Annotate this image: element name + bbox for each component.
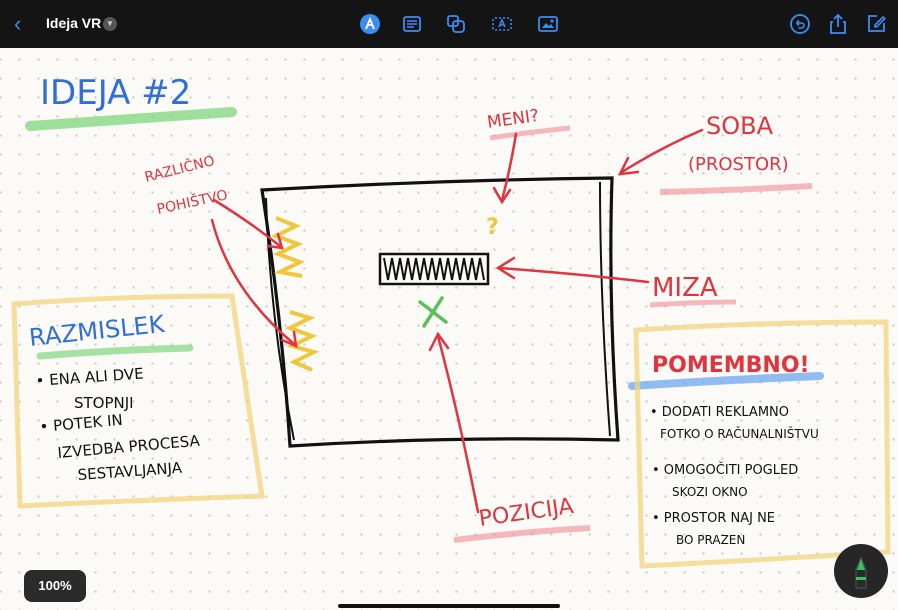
shapes-icon[interactable] <box>444 12 468 36</box>
razmislek-box <box>11 293 265 509</box>
room-outline <box>260 176 620 448</box>
pomembno-box <box>633 319 891 569</box>
soba-highlight <box>659 183 813 195</box>
document-title[interactable]: Ideja VR <box>46 15 102 31</box>
pomembno-line-2: FOTKO O RAČUNALNIŠTVU <box>660 426 819 441</box>
pomembno-highlight <box>628 372 824 390</box>
pozicija-highlight <box>453 525 591 543</box>
arrow-furniture-1 <box>212 198 282 248</box>
label-prostor: (PROSTOR) <box>688 154 789 175</box>
arrow-table <box>498 266 650 284</box>
miza-highlight <box>649 299 737 308</box>
pomembno-line-3: • OMOGOČITI POGLED <box>652 462 798 478</box>
pen-icon[interactable] <box>834 544 888 598</box>
pomembno-title: POMEMBNO! <box>652 353 810 378</box>
share-icon[interactable] <box>826 12 850 36</box>
razmislek-line-3: • POTEK IN <box>39 411 124 436</box>
image-icon[interactable] <box>536 12 560 36</box>
heading-title: IDEJA #2 <box>40 73 191 113</box>
menu-marker: ? <box>486 215 499 240</box>
label-pozicija: POZICIJA <box>477 494 575 532</box>
pomembno-line-6: BO PRAZEN <box>676 533 745 547</box>
pen-tool-icon[interactable] <box>358 12 382 36</box>
pomembno-line-1: • DODATI REKLAMNO <box>650 405 789 420</box>
heading-highlight <box>25 107 237 131</box>
label-razlicno: RAZLIČNO <box>143 151 217 186</box>
chevron-down-icon[interactable]: ▼ <box>103 17 117 31</box>
home-indicator <box>338 604 560 608</box>
label-pohistvo: POHIŠTVO <box>155 185 229 218</box>
table-hatch <box>383 257 485 281</box>
arrow-furniture-2 <box>210 218 296 346</box>
undo-icon[interactable] <box>788 12 812 36</box>
edit-icon[interactable] <box>864 12 888 36</box>
razmislek-line-1: • ENA ALI DVE <box>35 364 144 390</box>
razmislek-line-2: STOPNJI <box>74 394 134 412</box>
arrow-room <box>620 128 704 174</box>
toolbar: ‹ Ideja VR ▼ <box>0 0 898 48</box>
furniture-2 <box>284 310 320 372</box>
chevron-left-icon[interactable]: ‹ <box>14 11 22 36</box>
arrow-menu <box>500 132 518 202</box>
arrow-position <box>436 334 480 514</box>
pomembno-line-5: • PROSTOR NAJ NE <box>652 511 775 526</box>
text-box-icon[interactable] <box>490 12 514 36</box>
label-soba: SOBA <box>706 112 774 140</box>
razmislek-highlight <box>36 344 194 360</box>
razmislek-line-5: SESTAVLJANJA <box>77 459 183 484</box>
room-outline-2 <box>265 197 295 441</box>
position-marker <box>418 296 448 328</box>
text-icon[interactable] <box>400 12 424 36</box>
label-miza: MIZA <box>652 273 718 303</box>
table-shape <box>378 252 490 286</box>
razmislek-line-4: IZVEDBA PROCESA <box>57 432 201 462</box>
furniture-1 <box>270 216 306 278</box>
drawing-canvas[interactable]: ? IDEJA #2 RAZLIČNO POHIŠTVO MENI? SOBA … <box>0 48 898 610</box>
pomembno-line-4: SKOZI OKNO <box>672 485 748 499</box>
razmislek-title: RAZMISLEK <box>28 310 167 352</box>
zoom-level-button[interactable]: 100% <box>24 570 86 602</box>
meni-highlight <box>489 125 571 141</box>
label-meni: MENI? <box>486 106 540 133</box>
room-outline-3 <box>599 181 611 437</box>
